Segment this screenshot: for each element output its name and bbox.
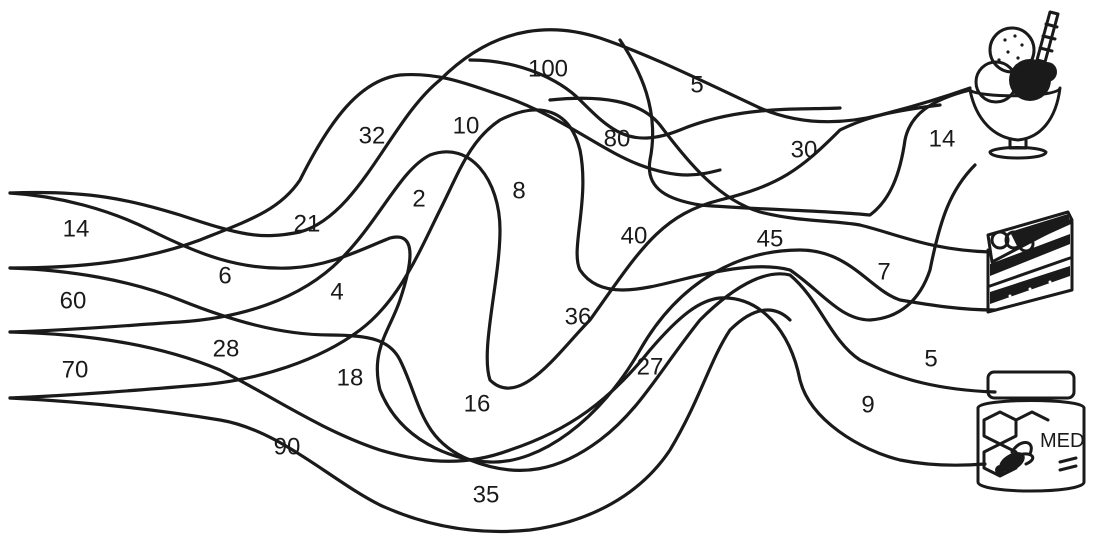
- number-label: 7: [877, 258, 890, 285]
- number-label: 30: [791, 136, 818, 163]
- cake-slice-icon: [986, 210, 1074, 314]
- maze-path-2: [8, 72, 722, 270]
- maze-path-3: [8, 103, 942, 390]
- number-label: 5: [924, 345, 937, 372]
- number-label: 70: [62, 356, 89, 383]
- maze-path-5: [8, 191, 997, 464]
- number-label: 28: [213, 335, 240, 362]
- number-label: 21: [294, 210, 321, 237]
- number-label: 14: [63, 215, 90, 242]
- number-label: 2: [412, 185, 425, 212]
- ice-cream-sundae-icon: [968, 10, 1062, 160]
- number-label: 45: [757, 225, 784, 252]
- number-label: 18: [337, 364, 364, 391]
- number-label: 32: [359, 122, 386, 149]
- number-label: 10: [453, 112, 480, 139]
- maze-path-7: [8, 296, 987, 467]
- maze-path-8: [8, 308, 792, 534]
- number-label: 90: [274, 433, 301, 460]
- maze-path-6: [8, 266, 997, 472]
- maze-path-1: [8, 28, 972, 238]
- number-label: 36: [565, 303, 592, 330]
- number-label: 4: [330, 278, 343, 305]
- maze-path-4: [8, 108, 977, 400]
- number-label: 16: [464, 390, 491, 417]
- number-label: 100: [528, 55, 568, 82]
- maze-numbers: 100 5 32 10 80 30 14 14 21 2 8 40 45 6 4…: [60, 55, 956, 508]
- maze-paths: [8, 28, 997, 534]
- honey-jar-icon: MED: [976, 370, 1086, 493]
- number-label: 27: [637, 353, 664, 380]
- number-label: 6: [218, 262, 231, 289]
- number-label: 14: [929, 125, 956, 152]
- number-label: 9: [861, 391, 874, 418]
- number-label: 35: [473, 481, 500, 508]
- number-label: 5: [690, 71, 703, 98]
- number-label: 60: [60, 287, 87, 314]
- number-label: 8: [512, 177, 525, 204]
- number-label: 80: [604, 125, 631, 152]
- maze-path-11: [468, 58, 842, 140]
- number-label: 40: [621, 222, 648, 249]
- maze-path-9: [548, 96, 992, 254]
- jar-label: MED: [1040, 430, 1084, 452]
